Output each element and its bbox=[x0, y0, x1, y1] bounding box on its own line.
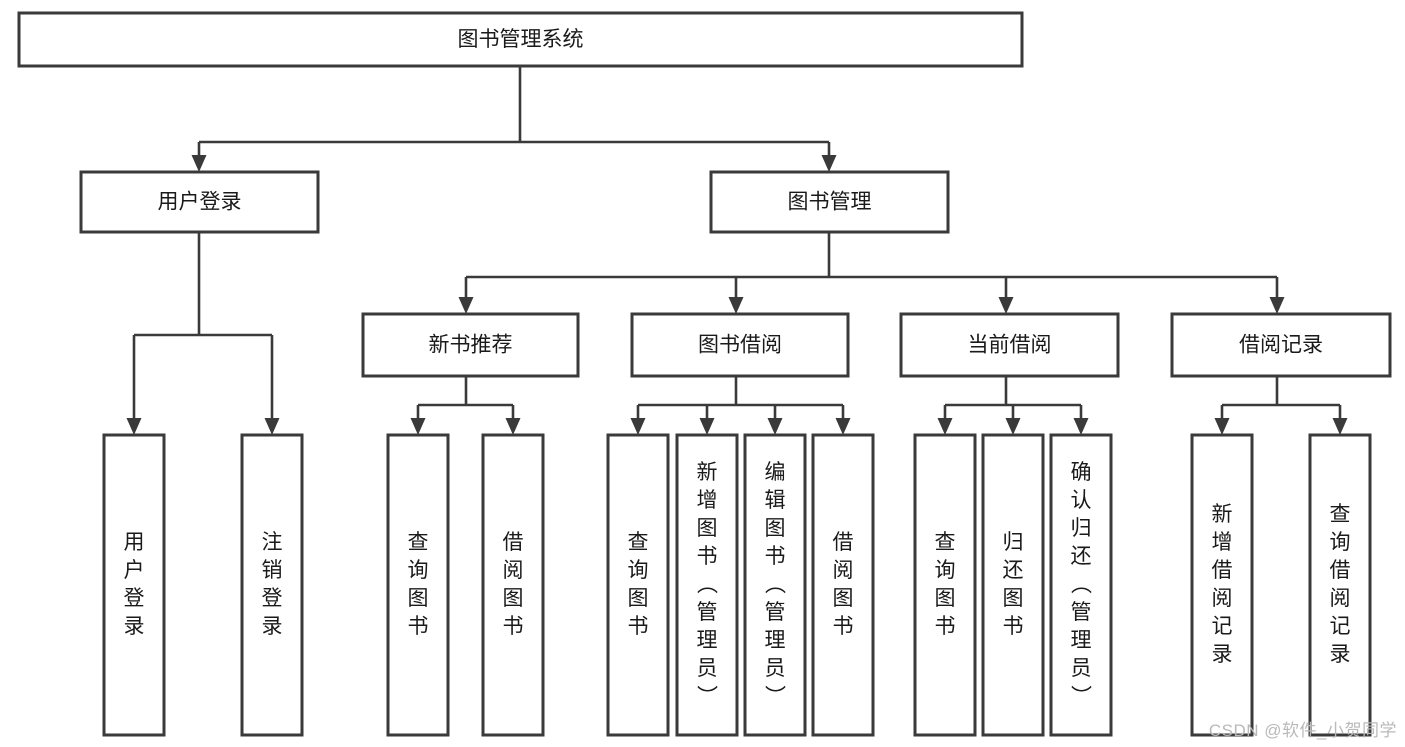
node-label-new-book-recommend: 新书推荐 bbox=[429, 334, 513, 357]
node-box-leaf-return-book[interactable] bbox=[981, 433, 1045, 737]
node-leaf-borrow-book[interactable]: 借阅图书 bbox=[811, 433, 875, 737]
node-leaf-edit-book[interactable]: 编辑图书（管理员） bbox=[743, 433, 807, 737]
arrow-head-icon bbox=[835, 418, 851, 435]
connector-user-login bbox=[126, 232, 280, 435]
connector-book-borrow bbox=[630, 376, 851, 435]
node-label-root: 图书管理系统 bbox=[458, 28, 584, 51]
node-label-user-login: 用户登录 bbox=[158, 191, 242, 214]
arrow-head-icon bbox=[410, 418, 426, 435]
node-box-leaf-borrow-book[interactable] bbox=[811, 433, 875, 737]
node-box-leaf-query-borrow-record[interactable] bbox=[1308, 433, 1372, 737]
arrow-head-icon bbox=[264, 418, 280, 435]
node-label-leaf-user-login: 用户登录 bbox=[124, 531, 145, 638]
connector-root bbox=[191, 66, 837, 172]
node-label-book-management: 图书管理 bbox=[788, 191, 872, 214]
node-box-book-management[interactable] bbox=[709, 170, 950, 234]
node-label-leaf-return-book: 归还图书 bbox=[1003, 531, 1024, 638]
node-label-leaf-borrow-book: 借阅图书 bbox=[833, 531, 854, 638]
arrow-head-icon bbox=[1214, 418, 1230, 435]
connector-book-management bbox=[458, 232, 1285, 314]
node-label-leaf-edit-book: 编辑图书（管理员） bbox=[765, 461, 787, 708]
arrow-head-icon bbox=[728, 297, 744, 314]
node-box-leaf-logout[interactable] bbox=[240, 433, 304, 737]
node-label-current-borrow: 当前借阅 bbox=[968, 334, 1052, 357]
node-root[interactable]: 图书管理系统 bbox=[17, 11, 1024, 68]
arrow-head-icon bbox=[191, 155, 207, 172]
node-label-leaf-query-book-current: 查询图书 bbox=[935, 531, 956, 638]
node-label-leaf-add-borrow-record: 新增借阅记录 bbox=[1212, 503, 1233, 666]
node-label-book-borrow: 图书借阅 bbox=[698, 334, 782, 357]
node-book-management[interactable]: 图书管理 bbox=[709, 170, 950, 234]
node-box-current-borrow[interactable] bbox=[899, 312, 1120, 378]
node-label-leaf-confirm-return: 确认归还（管理员） bbox=[1071, 461, 1093, 708]
node-label-leaf-query-book-recommend: 查询图书 bbox=[408, 531, 429, 638]
arrow-head-icon bbox=[1332, 418, 1348, 435]
node-leaf-return-book[interactable]: 归还图书 bbox=[981, 433, 1045, 737]
node-box-leaf-query-book-recommend[interactable] bbox=[386, 433, 450, 737]
node-book-borrow[interactable]: 图书借阅 bbox=[630, 312, 850, 378]
node-user-login[interactable]: 用户登录 bbox=[79, 170, 320, 234]
arrow-head-icon bbox=[699, 418, 715, 435]
arrow-head-icon bbox=[630, 418, 646, 435]
node-layer: 图书管理系统用户登录图书管理新书推荐图书借阅当前借阅借阅记录用户登录注销登录查询… bbox=[17, 11, 1392, 737]
connector-new-book-recommend bbox=[410, 376, 521, 435]
node-label-leaf-query-borrow-record: 查询借阅记录 bbox=[1330, 503, 1351, 666]
node-box-borrow-record[interactable] bbox=[1170, 312, 1392, 378]
node-box-leaf-query-book-current[interactable] bbox=[913, 433, 977, 737]
node-label-leaf-query-book-borrow: 查询图书 bbox=[628, 531, 649, 638]
node-leaf-add-borrow-record[interactable]: 新增借阅记录 bbox=[1190, 433, 1254, 737]
node-leaf-query-book-borrow[interactable]: 查询图书 bbox=[606, 433, 670, 737]
node-label-leaf-borrow-book-recommend: 借阅图书 bbox=[503, 531, 524, 638]
node-label-leaf-add-book: 新增图书（管理员） bbox=[697, 461, 719, 708]
node-box-leaf-edit-book[interactable] bbox=[743, 433, 807, 737]
node-box-leaf-confirm-return[interactable] bbox=[1049, 433, 1113, 737]
node-leaf-borrow-book-recommend[interactable]: 借阅图书 bbox=[481, 433, 545, 737]
arrow-head-icon bbox=[767, 418, 783, 435]
node-current-borrow[interactable]: 当前借阅 bbox=[899, 312, 1120, 378]
arrow-head-icon bbox=[458, 297, 474, 314]
node-box-leaf-user-login[interactable] bbox=[102, 433, 166, 737]
connector-layer bbox=[126, 66, 1348, 435]
node-new-book-recommend[interactable]: 新书推荐 bbox=[361, 312, 580, 378]
node-leaf-query-borrow-record[interactable]: 查询借阅记录 bbox=[1308, 433, 1372, 737]
node-box-new-book-recommend[interactable] bbox=[361, 312, 580, 378]
connector-current-borrow bbox=[937, 376, 1089, 435]
node-leaf-add-book[interactable]: 新增图书（管理员） bbox=[675, 433, 739, 737]
arrow-head-icon bbox=[1073, 418, 1089, 435]
node-label-leaf-logout: 注销登录 bbox=[262, 531, 283, 638]
node-borrow-record[interactable]: 借阅记录 bbox=[1170, 312, 1392, 378]
node-leaf-query-book-current[interactable]: 查询图书 bbox=[913, 433, 977, 737]
arrow-head-icon bbox=[821, 155, 837, 172]
node-leaf-query-book-recommend[interactable]: 查询图书 bbox=[386, 433, 450, 737]
node-box-leaf-add-borrow-record[interactable] bbox=[1190, 433, 1254, 737]
node-leaf-confirm-return[interactable]: 确认归还（管理员） bbox=[1049, 433, 1113, 737]
arrow-head-icon bbox=[505, 418, 521, 435]
arrow-head-icon bbox=[937, 418, 953, 435]
node-leaf-logout[interactable]: 注销登录 bbox=[240, 433, 304, 737]
arrow-head-icon bbox=[1005, 418, 1021, 435]
node-label-borrow-record: 借阅记录 bbox=[1239, 334, 1323, 357]
node-leaf-user-login[interactable]: 用户登录 bbox=[102, 433, 166, 737]
node-box-book-borrow[interactable] bbox=[630, 312, 850, 378]
connector-borrow-record bbox=[1214, 376, 1348, 435]
node-box-leaf-query-book-borrow[interactable] bbox=[606, 433, 670, 737]
node-box-leaf-add-book[interactable] bbox=[675, 433, 739, 737]
node-box-user-login[interactable] bbox=[79, 170, 320, 234]
arrow-head-icon bbox=[126, 418, 142, 435]
arrow-head-icon bbox=[998, 297, 1014, 314]
node-box-leaf-borrow-book-recommend[interactable] bbox=[481, 433, 545, 737]
arrow-head-icon bbox=[1269, 297, 1285, 314]
node-box-root[interactable] bbox=[17, 11, 1024, 68]
